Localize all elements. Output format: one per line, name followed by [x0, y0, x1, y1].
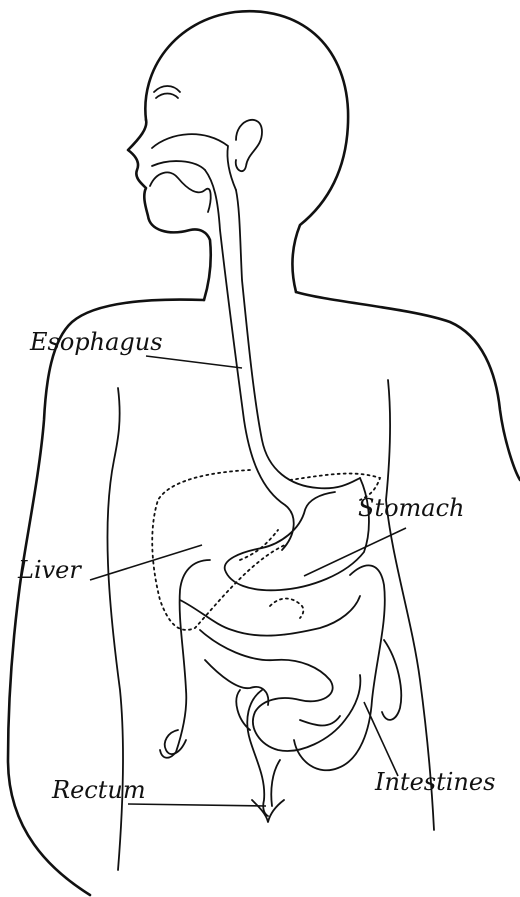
liver-dotted-outline — [152, 470, 285, 630]
intestines-leader — [364, 702, 398, 776]
body-outline — [8, 11, 520, 895]
mouth-cavity — [152, 134, 236, 190]
rectum-leader — [128, 804, 266, 806]
torso-left-outline — [8, 300, 204, 895]
ear — [236, 120, 262, 171]
torso-right-outline — [296, 292, 520, 480]
head-back-outline — [145, 11, 348, 292]
tongue — [150, 172, 211, 212]
esophagus-left-wall — [205, 170, 294, 550]
transverse-colon — [180, 596, 360, 636]
stomach-dotted-lower — [240, 530, 303, 618]
face-profile — [128, 120, 211, 300]
right-side-contour — [386, 380, 434, 830]
esophagus-leader — [146, 356, 242, 368]
large-intestine-left — [160, 560, 210, 758]
rectum-canal — [252, 760, 284, 822]
label-liver: Liver — [17, 556, 82, 584]
label-intestines: Intestines — [374, 768, 495, 796]
label-esophagus: Esophagus — [29, 328, 163, 356]
label-rectum: Rectum — [51, 776, 146, 804]
stomach-outline — [225, 478, 369, 590]
appendix — [165, 730, 186, 754]
right-colon-tail — [382, 640, 401, 720]
stomach-leader — [304, 528, 406, 576]
leader-lines — [90, 356, 406, 806]
esophagus-tract — [150, 134, 360, 550]
large-intestine-right — [294, 565, 385, 770]
esophagus-right-wall — [236, 190, 360, 488]
label-stomach: Stomach — [358, 494, 465, 522]
eye — [154, 86, 180, 98]
small-intestine-loops — [200, 630, 360, 751]
